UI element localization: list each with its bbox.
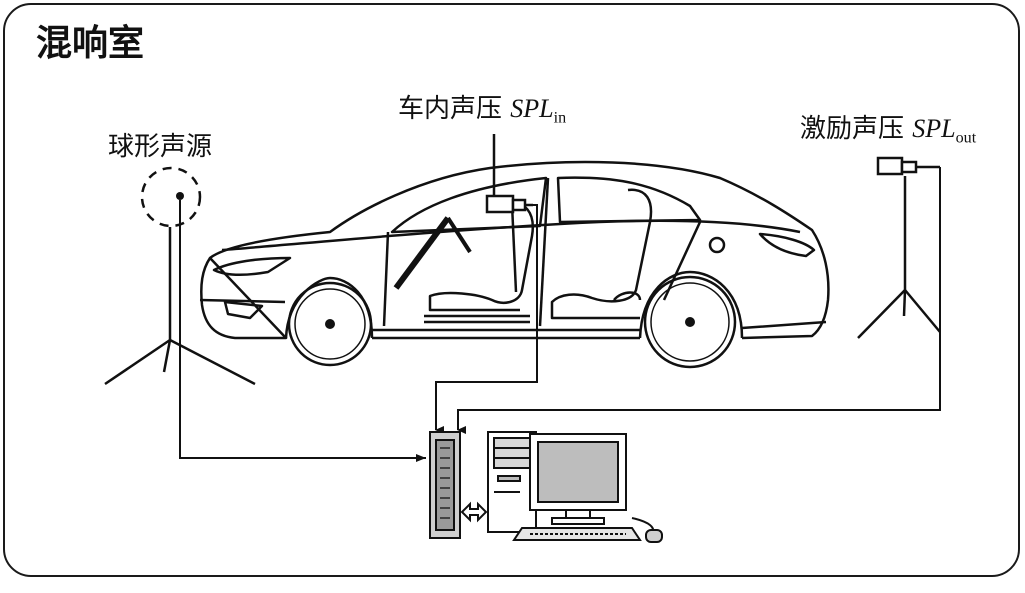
car-icon bbox=[200, 162, 828, 367]
excitation-microphone-icon bbox=[878, 158, 902, 174]
daq-frontend-icon bbox=[430, 432, 460, 538]
computer-icon bbox=[488, 432, 662, 542]
source-sphere-icon bbox=[142, 168, 200, 226]
excitation-microphone bbox=[858, 158, 940, 338]
cable-interior-mic bbox=[436, 205, 537, 430]
interior-microphone-icon bbox=[487, 134, 533, 212]
cable-excitation-mic bbox=[458, 167, 940, 430]
bidirectional-link-icon bbox=[462, 504, 486, 520]
